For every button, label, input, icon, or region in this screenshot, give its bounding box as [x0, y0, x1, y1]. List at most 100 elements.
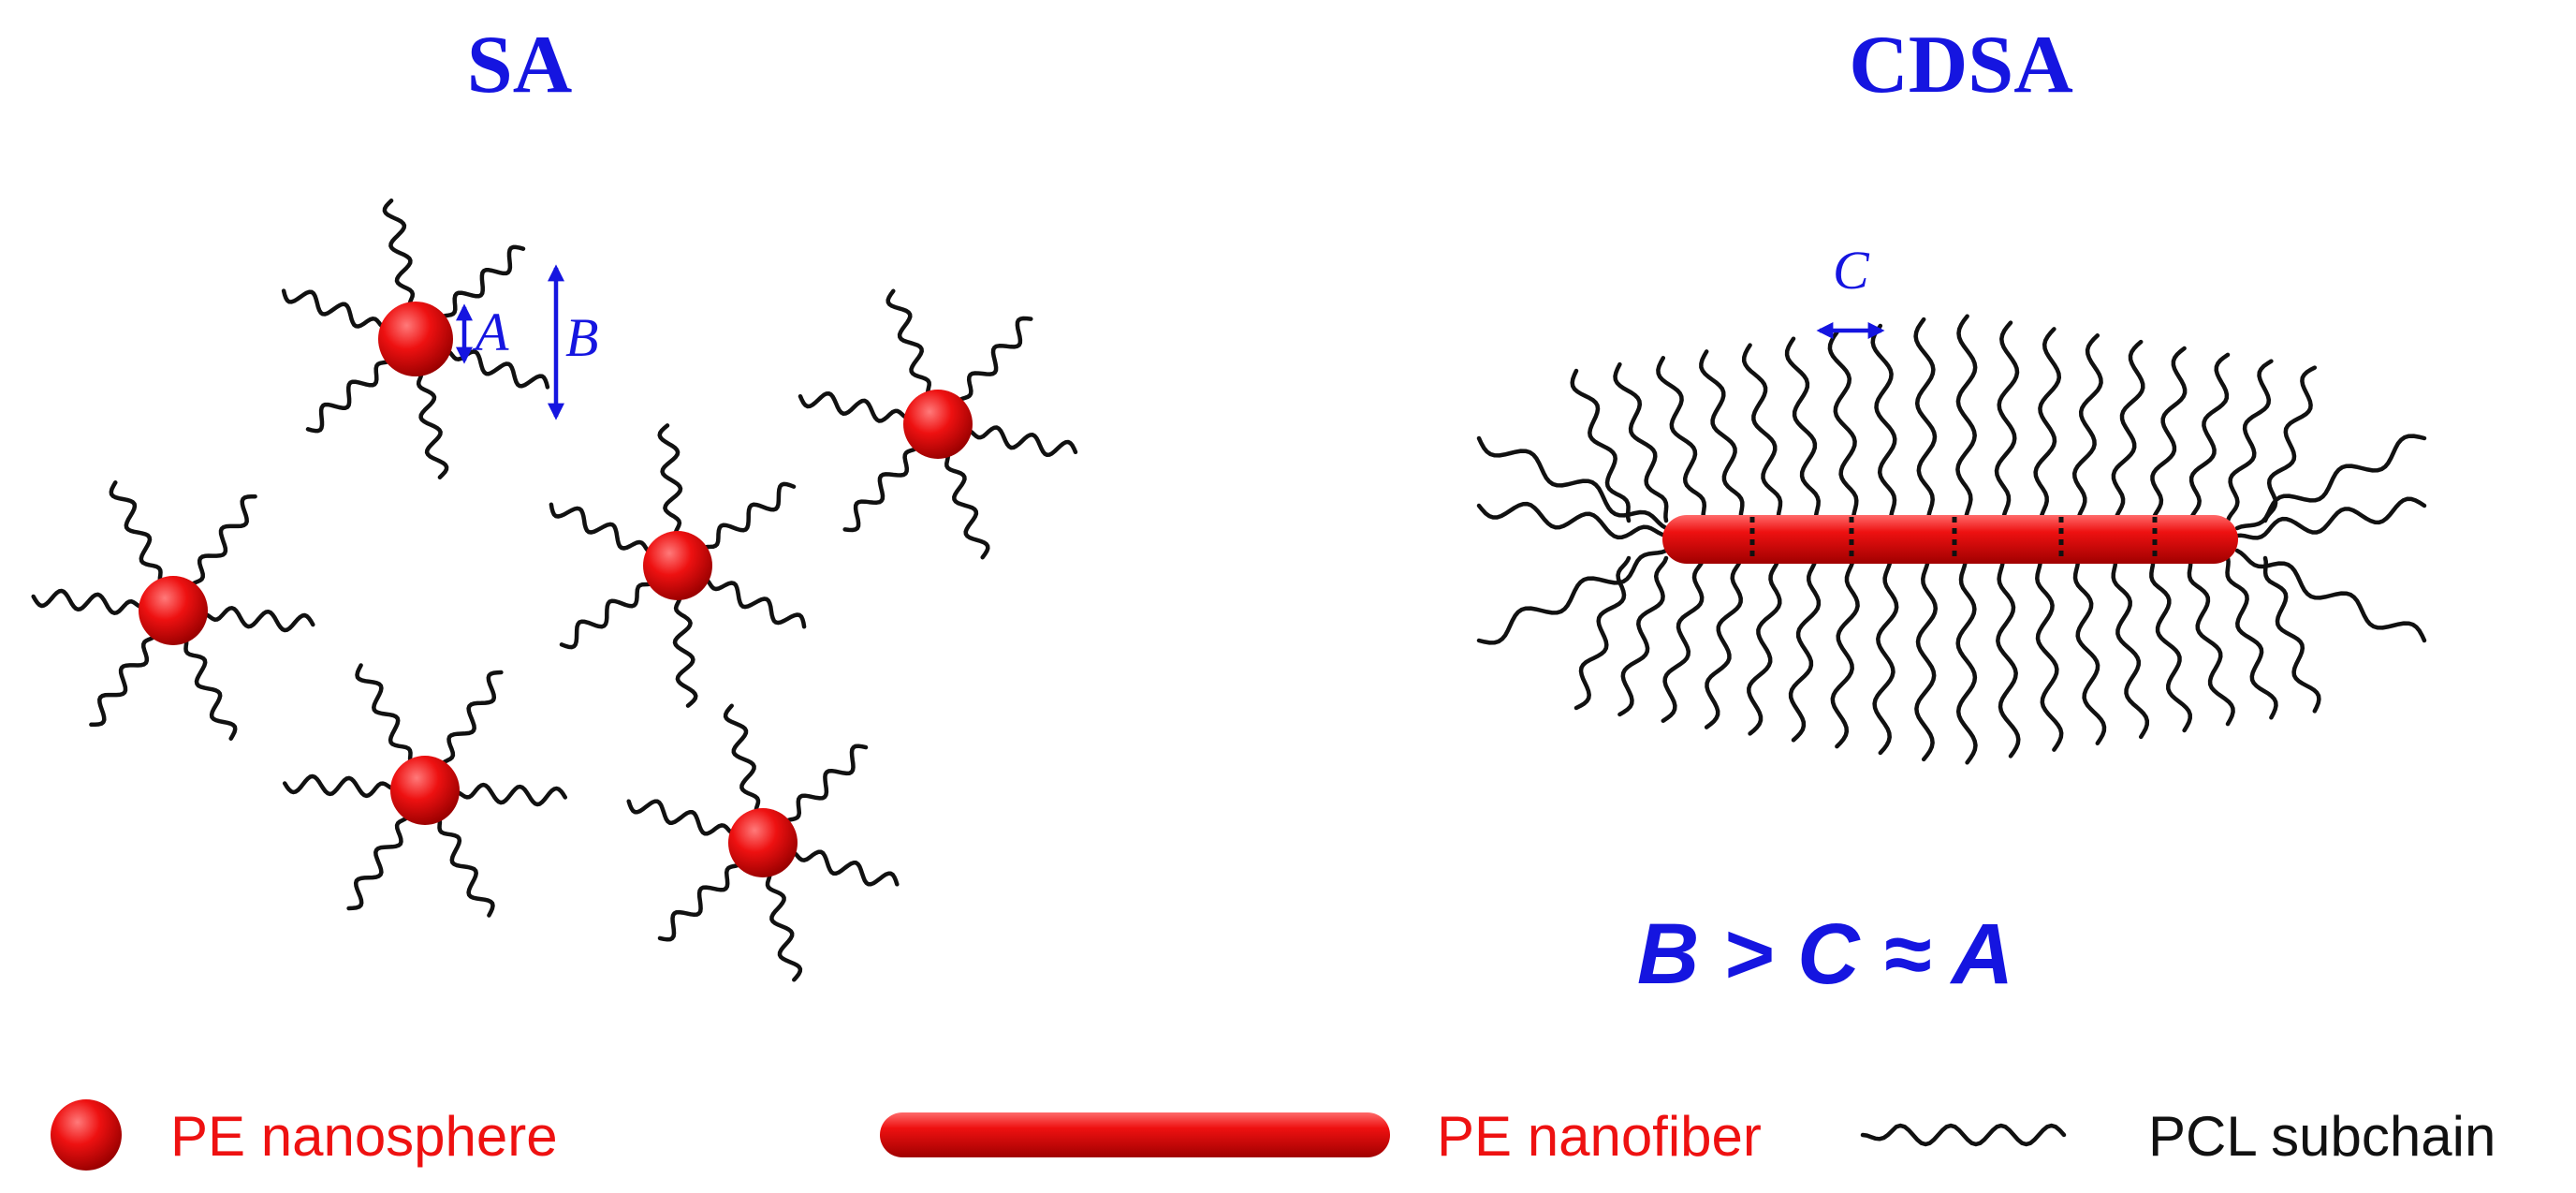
pe-nanosphere — [378, 302, 453, 376]
legend-nanosphere-label: PE nanosphere — [170, 1105, 558, 1168]
pcl-chain — [798, 390, 910, 423]
pcl-chain — [1617, 555, 1669, 717]
pcl-chain — [1870, 323, 1897, 523]
pcl-chain — [1955, 314, 1978, 523]
pe-nanosphere — [728, 808, 798, 877]
dimension-a-label: A — [472, 302, 509, 362]
pcl-chain — [2234, 548, 2427, 643]
pcl-chain — [723, 703, 761, 816]
pcl-chain — [2035, 555, 2064, 752]
dimension-b-label: B — [565, 307, 598, 368]
pcl-chain — [109, 480, 163, 585]
pcl-chain — [672, 594, 698, 708]
size-relation: B > C ≈ A — [1637, 906, 2013, 1002]
pcl-chain — [2225, 555, 2278, 720]
pcl-chain — [453, 782, 568, 807]
pcl-chain — [703, 577, 807, 629]
pcl-chain — [657, 862, 743, 942]
pcl-chain — [1994, 320, 2020, 523]
pcl-chain — [183, 636, 238, 741]
pcl-chain — [549, 502, 652, 554]
pcl-chain — [2234, 434, 2427, 531]
fiber-segment-dashes — [1749, 517, 2158, 562]
pcl-chain — [1914, 555, 1939, 762]
legend-nanofiber-icon — [880, 1112, 1390, 1157]
cdsa-pe-nanofiber — [1662, 515, 2238, 564]
pcl-chain — [765, 870, 803, 982]
dimension-a: A — [456, 302, 509, 364]
pcl-chain — [1830, 555, 1860, 749]
sa-title: SA — [467, 20, 573, 110]
pcl-chain — [382, 199, 416, 308]
pcl-chain — [1699, 349, 1745, 523]
pcl-chain — [1570, 368, 1632, 523]
pcl-chain — [282, 773, 397, 799]
pcl-chain — [31, 588, 145, 615]
sa-pcl-chains — [31, 199, 1078, 982]
legend-subchain-label: PCL subchain — [2148, 1105, 2496, 1168]
pcl-chain — [944, 451, 990, 560]
pcl-chain — [2225, 359, 2274, 523]
pcl-chain — [701, 481, 797, 551]
pcl-chain — [2111, 339, 2145, 523]
pcl-chain — [201, 606, 315, 633]
pcl-chain — [1661, 555, 1706, 723]
sa-pe-nanospheres — [139, 302, 973, 877]
pcl-chain — [436, 816, 495, 918]
pcl-chain — [1476, 435, 1669, 531]
pcl-chain — [439, 244, 526, 320]
pcl-chain — [416, 370, 449, 479]
pcl-chain — [2111, 555, 2150, 740]
pcl-chain — [305, 358, 392, 434]
pcl-chain — [657, 423, 683, 538]
pcl-chain — [89, 633, 157, 728]
pcl-chain — [2262, 365, 2318, 523]
pcl-chain — [1784, 336, 1821, 523]
pcl-chain — [2234, 496, 2427, 540]
legend: PE nanosphere PE nanofiber PCL subchain — [51, 1099, 2496, 1171]
pcl-chain — [189, 493, 257, 588]
cdsa-title: CDSA — [1849, 20, 2073, 110]
pcl-chain — [346, 814, 411, 911]
pcl-chain — [1476, 501, 1669, 540]
pcl-chain — [2033, 327, 2062, 523]
pcl-chain — [1656, 356, 1707, 523]
pcl-chain — [355, 663, 414, 765]
dimension-b: B — [548, 264, 598, 420]
legend-nanofiber-label: PE nanofiber — [1437, 1105, 1762, 1168]
pcl-chain — [439, 670, 504, 767]
pcl-chain — [1747, 555, 1782, 736]
pcl-chain — [2071, 333, 2103, 523]
pcl-chain — [2149, 555, 2192, 733]
pe-nanosphere — [139, 576, 208, 645]
pcl-chain — [783, 744, 869, 824]
cdsa-pcl-chains — [1476, 314, 2427, 765]
pcl-chain — [2188, 352, 2231, 523]
pcl-chain — [886, 288, 931, 397]
pcl-chain — [626, 799, 736, 836]
pcl-chain — [281, 288, 387, 330]
pcl-chain — [1476, 548, 1669, 645]
pe-nanosphere — [643, 531, 712, 600]
pcl-chain — [966, 425, 1078, 458]
pe-nanosphere — [390, 756, 460, 825]
pcl-chain — [842, 445, 920, 533]
pcl-chain — [1913, 317, 1938, 523]
legend-subchain-icon — [1860, 1123, 2067, 1147]
pcl-chain — [956, 316, 1033, 404]
pcl-chain — [1704, 555, 1744, 729]
nanofiber-rod — [1662, 515, 2238, 564]
pcl-chain — [790, 849, 900, 887]
legend-nanosphere-icon — [51, 1099, 122, 1171]
pcl-chain — [1996, 555, 2021, 759]
pcl-chain — [1613, 361, 1669, 523]
pcl-chain — [1955, 555, 1978, 765]
dimension-c-label: C — [1833, 240, 1870, 301]
pcl-chain — [2072, 555, 2107, 745]
pcl-chain — [1827, 330, 1859, 523]
pcl-chain — [2262, 555, 2321, 714]
pe-nanosphere — [903, 390, 973, 459]
pcl-chain — [1788, 555, 1822, 743]
